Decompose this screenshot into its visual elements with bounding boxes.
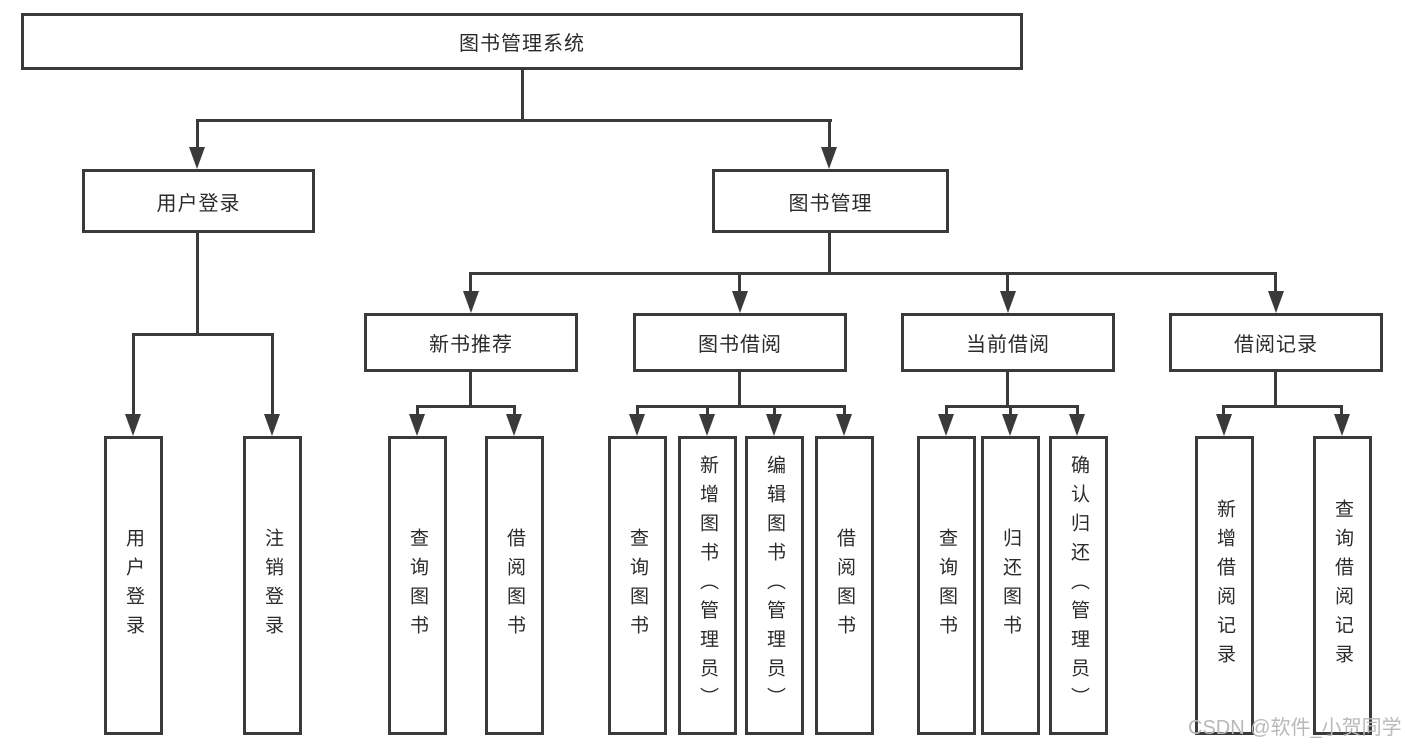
node-borrow-records: 借阅记录 <box>1169 313 1383 372</box>
connector <box>469 372 472 408</box>
connector <box>132 333 135 416</box>
leaf-logout: 注销登录 <box>243 436 302 735</box>
connector <box>416 405 419 416</box>
arrowhead <box>506 414 522 436</box>
connector <box>1222 405 1343 408</box>
arrowhead <box>629 414 645 436</box>
leaf-label: 新增借阅记录 <box>1214 498 1235 673</box>
arrowhead <box>1000 291 1016 313</box>
leaf-label: 查询借阅记录 <box>1332 498 1353 673</box>
leaf-label: 用户登录 <box>123 527 144 644</box>
connector <box>1076 405 1079 416</box>
leaf-current-return-book: 归还图书 <box>981 436 1040 735</box>
arrowhead <box>1069 414 1085 436</box>
arrowhead <box>1334 414 1350 436</box>
node-label: 新书推荐 <box>429 334 513 356</box>
leaf-user-login: 用户登录 <box>104 436 163 735</box>
arrowhead <box>1268 291 1284 313</box>
connector <box>416 405 516 408</box>
csdn-watermark: CSDN @软件_小贺同学 <box>1188 717 1402 739</box>
node-label: 用户登录 <box>156 192 241 215</box>
connector <box>132 333 274 336</box>
connector <box>196 119 832 122</box>
leaf-label: 借阅图书 <box>504 527 525 644</box>
leaf-current-query-book: 查询图书 <box>917 436 976 735</box>
node-label: 借阅记录 <box>1234 334 1318 356</box>
arrowhead <box>766 414 782 436</box>
leaf-borrow-edit-book-admin: 编辑图书（管理员） <box>745 436 804 735</box>
leaf-records-query-record: 查询借阅记录 <box>1313 436 1372 735</box>
connector <box>196 119 199 150</box>
connector <box>828 119 831 150</box>
node-label: 当前借阅 <box>966 334 1050 356</box>
node-book-borrow: 图书借阅 <box>633 313 847 372</box>
arrowhead <box>409 414 425 436</box>
connector <box>271 333 274 416</box>
node-label: 图书借阅 <box>698 334 782 356</box>
node-library-system: 图书管理系统 <box>21 13 1023 70</box>
connector <box>1222 405 1225 416</box>
leaf-current-confirm-return-admin: 确认归还（管理员） <box>1049 436 1108 735</box>
connector <box>196 233 199 336</box>
connector <box>828 233 831 275</box>
connector <box>513 405 516 416</box>
leaf-label: 查询图书 <box>407 527 428 644</box>
leaf-records-add-record: 新增借阅记录 <box>1195 436 1254 735</box>
connector <box>636 405 845 408</box>
connector <box>469 272 1277 275</box>
arrowhead <box>125 414 141 436</box>
connector <box>1274 272 1277 293</box>
node-new-book-recommend: 新书推荐 <box>364 313 578 372</box>
connector <box>521 70 524 121</box>
arrowhead <box>732 291 748 313</box>
arrowhead <box>189 147 205 169</box>
arrowhead <box>1216 414 1232 436</box>
connector <box>1006 272 1009 293</box>
leaf-borrow-query-book: 查询图书 <box>608 436 667 735</box>
connector <box>1009 405 1012 416</box>
leaf-label: 查询图书 <box>936 527 957 644</box>
arrowhead <box>699 414 715 436</box>
leaf-label: 注销登录 <box>262 527 283 644</box>
leaf-label: 归还图书 <box>1000 527 1021 644</box>
connector <box>945 405 948 416</box>
connector <box>1006 372 1009 408</box>
leaf-borrow-borrow-book: 借阅图书 <box>815 436 874 735</box>
connector <box>469 272 472 293</box>
node-label: 图书管理系统 <box>459 33 585 55</box>
leaf-label: 确认归还（管理员） <box>1068 455 1089 716</box>
leaf-borrow-add-book-admin: 新增图书（管理员） <box>678 436 737 735</box>
connector <box>706 405 709 416</box>
arrowhead <box>463 291 479 313</box>
arrowhead <box>264 414 280 436</box>
connector <box>1274 372 1277 408</box>
connector <box>843 405 846 416</box>
connector <box>738 372 741 408</box>
arrowhead <box>836 414 852 436</box>
node-current-borrow: 当前借阅 <box>901 313 1115 372</box>
leaf-recommend-borrow-book: 借阅图书 <box>485 436 544 735</box>
connector <box>1340 405 1343 416</box>
node-user-login: 用户登录 <box>82 169 315 233</box>
leaf-label: 新增图书（管理员） <box>697 455 718 716</box>
arrowhead <box>821 147 837 169</box>
leaf-label: 查询图书 <box>627 527 648 644</box>
node-label: 图书管理 <box>788 192 873 215</box>
connector <box>738 272 741 293</box>
connector <box>945 405 1079 408</box>
node-book-management: 图书管理 <box>712 169 949 233</box>
arrowhead <box>1002 414 1018 436</box>
leaf-label: 编辑图书（管理员） <box>764 455 785 716</box>
arrowhead <box>938 414 954 436</box>
leaf-recommend-query-book: 查询图书 <box>388 436 447 735</box>
leaf-label: 借阅图书 <box>834 527 855 644</box>
connector <box>773 405 776 416</box>
connector <box>636 405 639 416</box>
